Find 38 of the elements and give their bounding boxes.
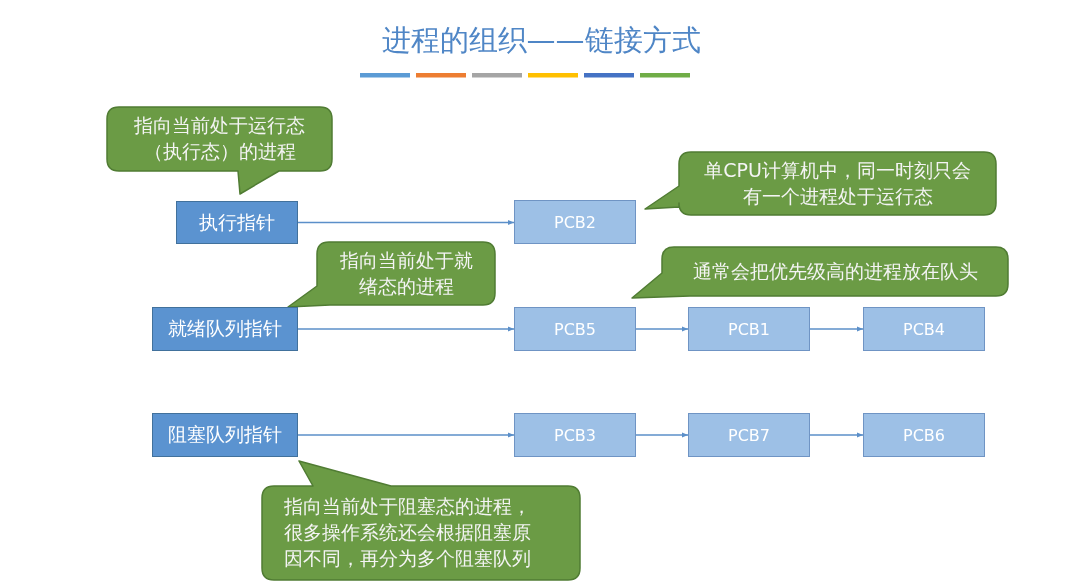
arrow xyxy=(297,432,515,438)
pcb-box xyxy=(863,307,985,351)
speech-bubble xyxy=(632,247,1008,298)
speech-bubble xyxy=(288,242,495,307)
callout-text: 单CPU计算机中，同一时刻只会有一个进程处于运行态 xyxy=(703,157,972,209)
pcb-label: PCB2 xyxy=(554,212,596,232)
speech-bubble xyxy=(645,152,996,215)
pointer-label: 就绪队列指针 xyxy=(168,316,282,341)
pcb-box xyxy=(688,307,810,351)
pcb-label: PCB7 xyxy=(728,425,770,445)
pointer-label: 执行指针 xyxy=(199,209,275,235)
pcb-box xyxy=(514,413,636,457)
arrow xyxy=(297,220,515,225)
pcb-label: PCB3 xyxy=(554,425,596,445)
pcb-label: PCB6 xyxy=(903,425,945,445)
speech-bubble xyxy=(107,107,332,194)
pcb-box xyxy=(688,413,810,457)
pcb-box xyxy=(514,307,636,351)
pcb-box xyxy=(863,413,985,457)
pointer-box xyxy=(152,413,298,457)
arrow xyxy=(809,326,864,332)
arrow xyxy=(635,432,689,438)
arrow xyxy=(809,432,864,438)
pcb-label: PCB4 xyxy=(903,319,945,339)
pcb-box xyxy=(514,200,636,244)
pcb-label: PCB1 xyxy=(728,319,770,339)
callout-text: 指向当前处于就绪态的进程 xyxy=(339,247,473,299)
arrow xyxy=(297,326,515,332)
callout-text: 指向当前处于运行态（执行态）的进程 xyxy=(133,113,306,164)
callout-text: 指向当前处于阻塞态的进程，很多操作系统还会根据阻塞原因不同，再分为多个阻塞队列 xyxy=(284,494,532,571)
callout-text: 通常会把优先级高的进程放在队头 xyxy=(692,258,978,284)
pointer-label: 阻塞队列指针 xyxy=(168,422,282,447)
speech-bubble xyxy=(262,461,580,580)
pcb-label: PCB5 xyxy=(554,319,596,339)
title: 进程的组织——链接方式 xyxy=(381,22,701,59)
pointer-box xyxy=(152,307,298,351)
arrow xyxy=(635,326,689,332)
pointer-box xyxy=(176,201,298,244)
